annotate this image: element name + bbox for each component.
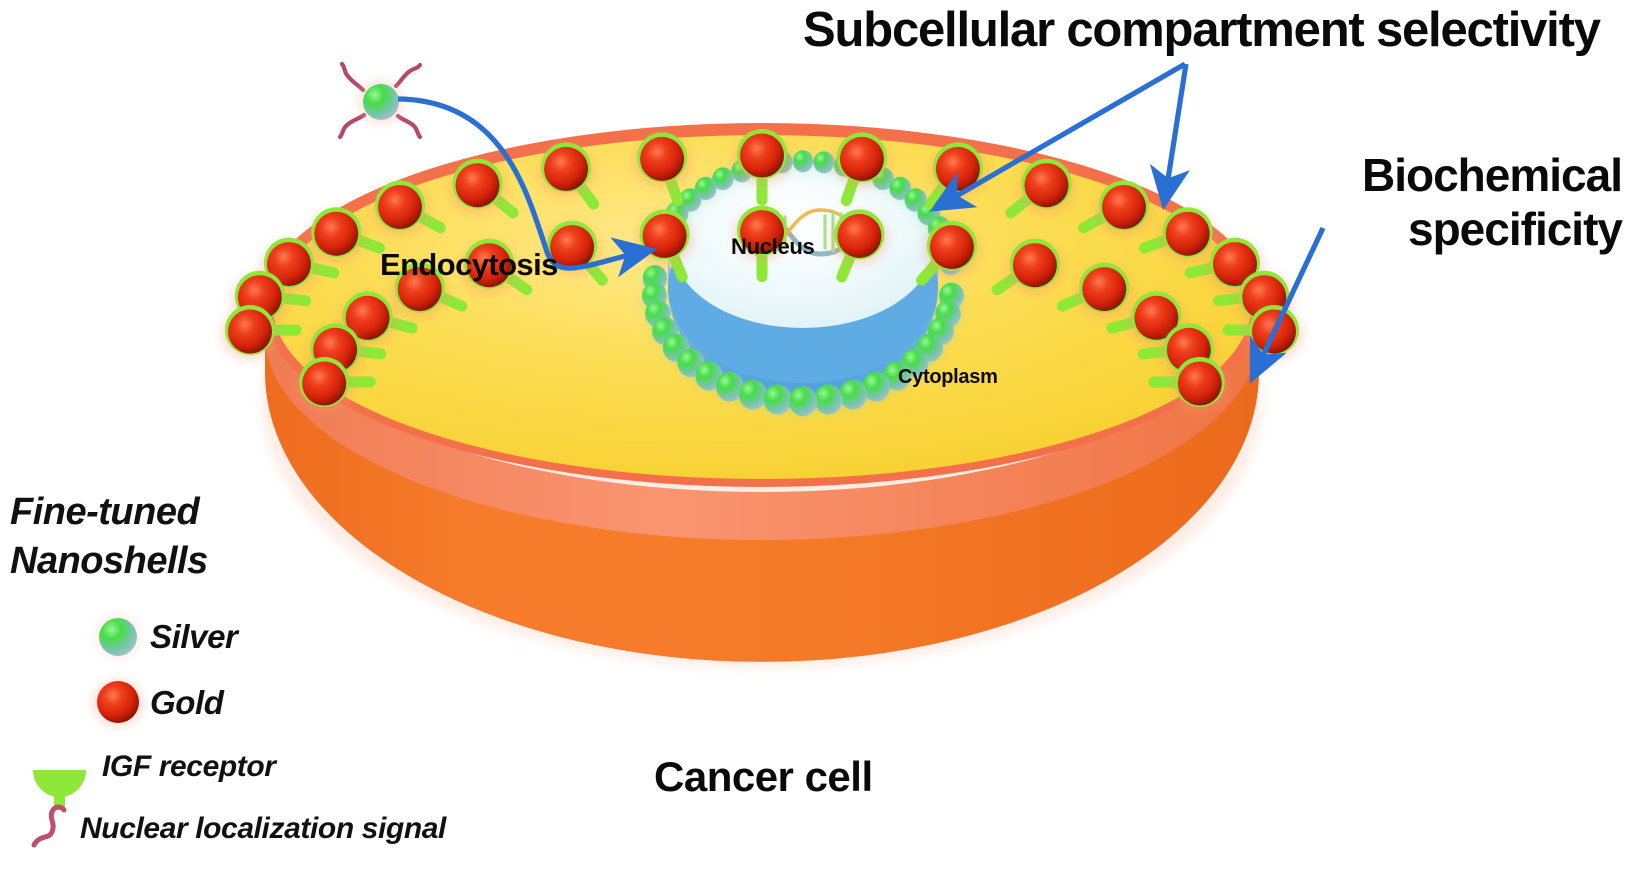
silver-nanoshell [889, 176, 912, 200]
gold-nanoshell [839, 136, 884, 181]
gold-nanoshell [1024, 163, 1069, 208]
endocytosis-arrow [397, 96, 658, 278]
silver-nanoshell [712, 167, 734, 191]
gold-nanoshell [1102, 185, 1146, 229]
gold-nanoshell [345, 295, 390, 340]
title-subcellular-compartment-selectivity: Subcellular compartment selectivity [803, 3, 1601, 57]
gold-nanoshell [1134, 295, 1179, 340]
biochemical-arrow [1249, 226, 1326, 384]
silver-nanoshell [694, 176, 717, 200]
silver-nanoshell [814, 384, 843, 415]
silver-nanoshell [883, 361, 911, 391]
gold-nanoshell [397, 267, 442, 312]
legend-heading-line-2: Nanoshells [10, 539, 208, 582]
legend-nuclear-localization-signal-icon [31, 804, 67, 848]
gold-nanoshell [228, 309, 272, 354]
gold-nanoshell [640, 136, 685, 181]
label-cancer-cell: Cancer cell [654, 753, 873, 800]
legend-igf-receptor-icon [33, 770, 86, 810]
legend-label-nuclear-localization-signal: Nuclear localization signal [80, 812, 446, 845]
silver-nanoshell [788, 386, 818, 417]
biochemical-line-1: Biochemical [1362, 149, 1623, 201]
silver-nanoshell [715, 371, 744, 402]
label-endocytosis: Endocytosis [380, 247, 558, 282]
gold-nanoshell [302, 361, 347, 406]
gold-nanoshell [740, 133, 784, 178]
gold-nanoshell [550, 225, 595, 270]
cell-membrane-rim [266, 300, 1258, 541]
gold-nanoshell [455, 163, 500, 208]
label-cytoplasm: Cytoplasm [898, 366, 998, 388]
gold-nanoshell [314, 211, 359, 256]
gold-nanoshell [1177, 361, 1222, 406]
legend-gold-nanoparticle-icon [97, 681, 139, 723]
selectivity-arrow-to-membrane [1149, 63, 1190, 211]
legend-silver-nanoparticle-icon [99, 618, 137, 656]
label-biochemical-specificity: Biochemical specificity [1210, 148, 1623, 257]
gold-nanoshell [1213, 242, 1257, 287]
silver-nanoshell [763, 384, 792, 415]
cell-membrane-body [265, 312, 1259, 662]
silver-nanoshell [839, 379, 868, 410]
legend-icons [31, 616, 143, 848]
gold-nanoshell [1082, 267, 1127, 312]
free-silver-nanoshell-group [337, 61, 423, 140]
gold-nanoshell [378, 185, 422, 229]
gold-nanoshell [740, 210, 784, 255]
legend-heading: Fine-tuned Nanoshells [10, 488, 208, 585]
silver-nanoshell [738, 379, 767, 410]
legend-label-silver: Silver [150, 618, 238, 655]
gold-nanoshell [837, 213, 882, 258]
silver-nanoshell [792, 150, 814, 173]
gold-nanoshell [929, 225, 974, 270]
legend-label-gold: Gold [150, 684, 224, 721]
gold-nanoshell [467, 243, 512, 288]
silver-nanoshell [813, 151, 835, 174]
label-nucleus: Nucleus [731, 234, 815, 259]
gold-nanoshell [544, 146, 589, 191]
legend-heading-line-1: Fine-tuned [10, 491, 200, 533]
selectivity-arrow-to-nucleus [929, 61, 1187, 212]
silver-nanoshell [695, 361, 723, 391]
legend-label-igf-receptor: IGF receptor [102, 750, 276, 783]
gold-nanoshell [267, 242, 311, 287]
gold-nanoshell [1165, 211, 1210, 256]
gold-nanoshell [1012, 243, 1057, 288]
annotation-arrows [397, 61, 1326, 384]
free-silver-nanoshell [363, 84, 399, 120]
silver-nanoshell [862, 371, 891, 402]
nls-tails [337, 61, 423, 140]
biochemical-line-2: specificity [1408, 203, 1623, 256]
